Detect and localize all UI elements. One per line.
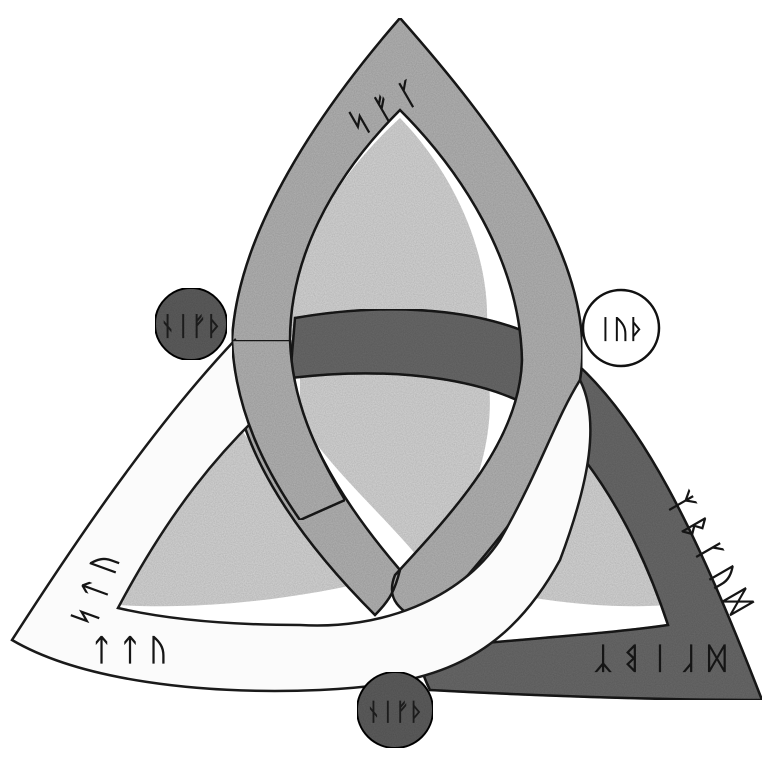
badge-right: ᛁᚢᚦ [583,290,659,366]
badge-left-text: ᚾᛁᚠᚦ [160,312,222,342]
badge-left: ᚾᛁᚠᚦ [155,288,227,360]
badge-bottom: ᚾᛁᚠᚦ [357,672,433,748]
runes-bottom-right: ᛞ ᚴ ᛁ ᛒ ᛉ [594,640,726,675]
badge-bottom-text: ᚾᛁᚠᚦ [366,698,424,726]
runes-bottom-left: ᛏ ᛏ ᚢ [93,633,168,668]
badge-right-text: ᛁᚢᚦ [598,315,645,345]
